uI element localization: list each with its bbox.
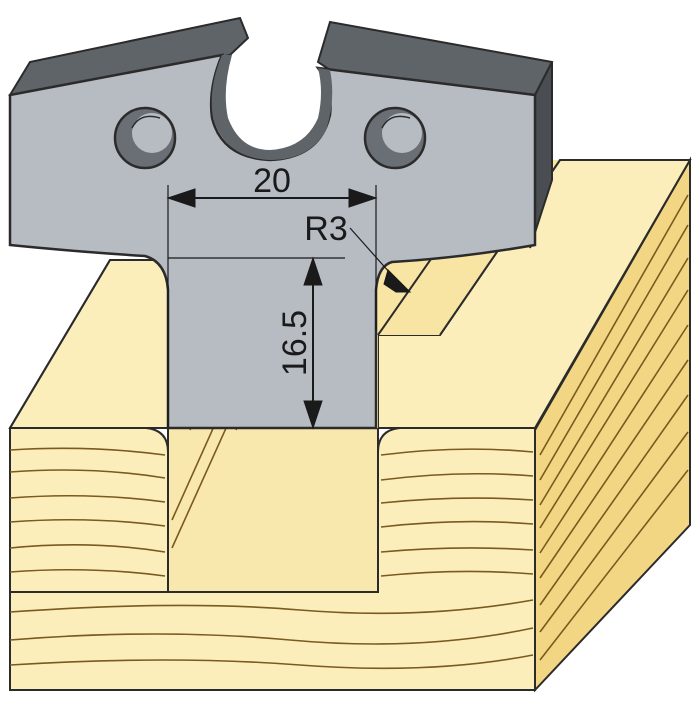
radius-label: R3	[304, 210, 347, 248]
groove-bottom-front	[168, 428, 378, 592]
depth-label: 16.5	[276, 310, 314, 376]
width-label: 20	[253, 162, 291, 200]
dimension-annotations	[166, 185, 412, 430]
depth-arrow-top	[303, 256, 323, 286]
wood-front-face-right	[9, 427, 536, 691]
mounting-hole-left	[113, 106, 177, 170]
wood-grain-side	[539, 194, 689, 661]
width-arrow-left	[166, 188, 196, 208]
depth-arrow-bottom	[303, 400, 323, 430]
wood-grain-front	[9, 447, 534, 670]
wood-top-left-ledge	[8, 259, 169, 429]
mounting-hole-right	[363, 106, 427, 170]
radius-arrow	[383, 269, 412, 293]
blade-notch-inner	[211, 55, 333, 160]
width-arrow-right	[348, 188, 378, 208]
profile-knife	[8, 16, 554, 430]
dimension-labels: 20 R3 16.5	[253, 162, 348, 376]
